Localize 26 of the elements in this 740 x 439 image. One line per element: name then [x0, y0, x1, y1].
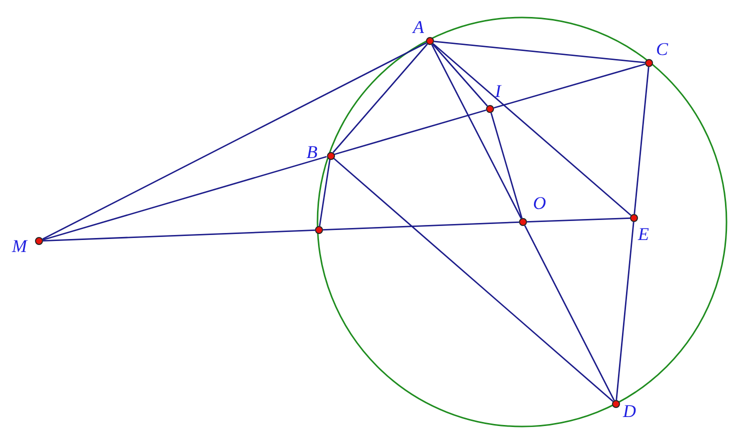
point-label: D — [623, 401, 636, 421]
line-segment — [332, 44, 428, 153]
line-segment — [432, 44, 488, 106]
line-segment — [42, 42, 427, 240]
point-label: M — [12, 236, 27, 256]
line-segment — [431, 44, 522, 219]
line-segment — [524, 225, 615, 401]
point-label: B — [306, 142, 318, 162]
point-label: A — [413, 17, 424, 37]
line-segment — [322, 221, 520, 231]
line-segment — [318, 159, 331, 226]
point-label: E — [638, 224, 649, 244]
line-segment — [42, 156, 327, 241]
line-segment — [432, 43, 632, 216]
line-segment — [616, 222, 634, 400]
line-segment — [494, 63, 646, 109]
line-segment — [333, 158, 614, 402]
line-segment — [634, 66, 650, 214]
line-segment — [334, 109, 486, 156]
point-label: C — [656, 39, 668, 59]
line-segment — [42, 229, 316, 242]
line-segment — [434, 40, 646, 64]
line-segment — [526, 217, 630, 223]
point-label: O — [533, 193, 546, 213]
line-segment — [490, 112, 523, 218]
point-label: I — [495, 81, 501, 101]
